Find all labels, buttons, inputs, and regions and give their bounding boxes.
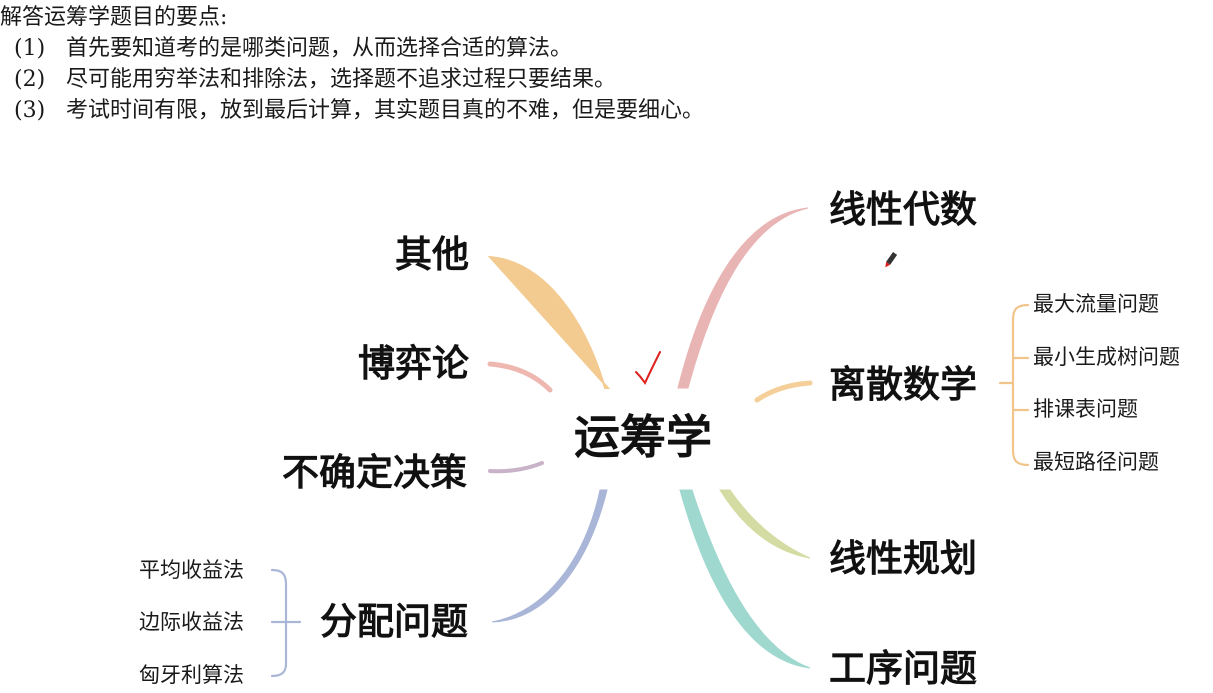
note-item-3: (3) 考试时间有限，放到最后计算，其实题目真的不难，但是要细心。 [0,95,704,126]
pen-cursor-icon [885,252,898,268]
branch-uncertain [488,461,544,474]
center-node: 运筹学 [574,410,712,464]
discrete-child-1: 最大流量问题 [1033,292,1159,316]
allocation-child-1: 平均收益法 [139,558,244,582]
discrete-child-4: 最短路径问题 [1033,450,1159,474]
branch-linear-algebra [677,207,809,389]
allocation-child-2: 边际收益法 [139,610,244,634]
node-other: 其他 [395,233,469,276]
note-text: 尽可能用穷举法和排除法，选择题不追求过程只要结果。 [66,67,617,92]
note-num: (3) [14,98,46,123]
note-num: (2) [14,67,46,92]
branch-discrete [754,380,813,403]
node-discrete-math: 离散数学 [829,363,977,406]
discrete-child-2: 最小生成树问题 [1033,345,1180,369]
discrete-child-3: 排课表问题 [1033,397,1138,421]
branch-other [487,255,611,389]
node-allocation: 分配问题 [320,600,468,643]
branch-game-theory [487,361,553,393]
note-item-2: (2) 尽可能用穷举法和排除法，选择题不追求过程只要结果。 [0,64,704,95]
node-game-theory: 博弈论 [358,342,469,385]
checkmark-annotation [635,351,661,386]
allocation-bracket [270,568,302,678]
node-linear-programming: 线性规划 [829,537,977,580]
notes: 解答运筹学题目的要点: (1) 首先要知道考的是哪类问题，从而选择合适的算法。 (… [0,2,704,126]
note-item-1: (1) 首先要知道考的是哪类问题，从而选择合适的算法。 [0,33,704,64]
node-process-problem: 工序问题 [829,647,977,690]
node-uncertain-decision: 不确定决策 [282,451,467,494]
branch-process [679,489,811,669]
node-linear-algebra: 线性代数 [829,188,977,231]
allocation-child-3: 匈牙利算法 [139,663,244,687]
note-text: 考试时间有限，放到最后计算，其实题目真的不难，但是要细心。 [66,98,705,123]
branch-allocation [491,489,608,623]
discrete-bracket [998,303,1030,467]
notes-heading: 解答运筹学题目的要点: [0,5,228,30]
branch-linear-programming [719,489,811,559]
note-text: 首先要知道考的是哪类问题，从而选择合适的算法。 [66,36,573,61]
note-num: (1) [14,36,46,61]
